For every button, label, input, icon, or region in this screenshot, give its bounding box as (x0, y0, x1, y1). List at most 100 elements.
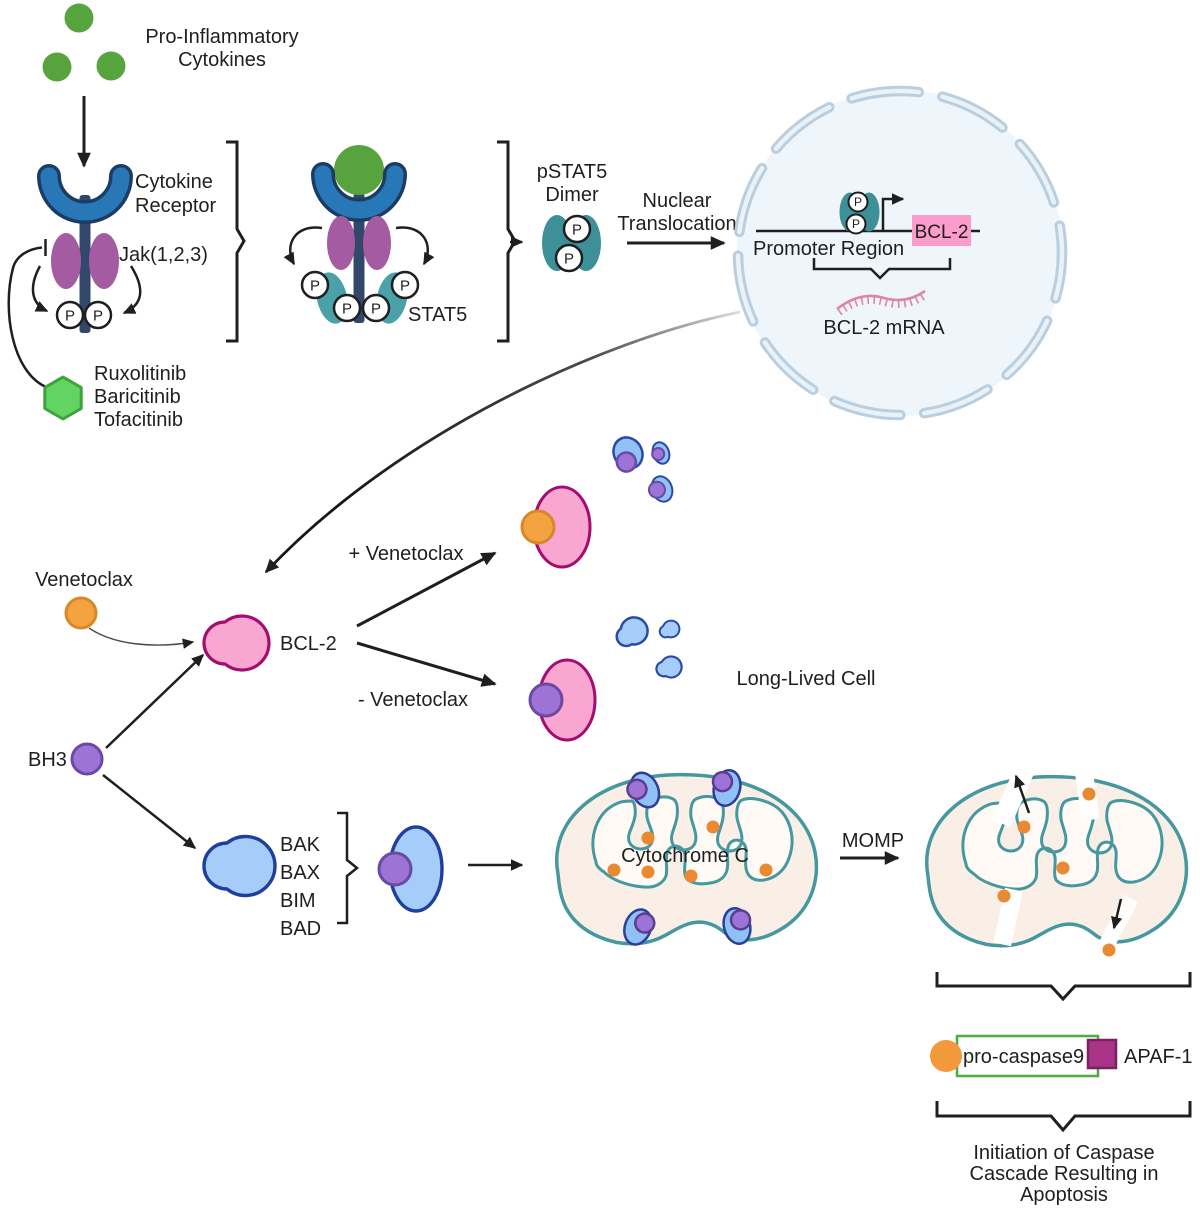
phosphate-label: P (852, 217, 860, 231)
phosphate-label: P (572, 222, 582, 239)
phosphate-icon (845, 213, 867, 235)
momp: MOMP (840, 830, 904, 865)
phosphate-label: P (854, 195, 862, 209)
phosphate-icon (55, 300, 85, 330)
underbrace-bracket (935, 1101, 1192, 1133)
receptor-stem (79, 195, 91, 333)
receptor-complex-active: P P P P STAT5 (283, 145, 467, 326)
receptor-complex-unbound: Cytokine Receptor Jak(1,2,3) P P (31, 164, 216, 333)
translocation-label-line1: Nuclear (643, 190, 712, 212)
minus-venetoclax-label: - Venetoclax (358, 689, 468, 711)
translation-curved-arrow (264, 310, 741, 574)
apaf1-label: APAF-1 (1124, 1046, 1193, 1068)
phosphate-icon (83, 300, 113, 330)
bh3-to-bak-arrow (102, 774, 197, 849)
bcl2-venetoclax-bound (520, 485, 592, 569)
phosphorylation-arrow (395, 226, 435, 266)
procaspase-label: pro-caspase9 (963, 1046, 1084, 1068)
cytokine-receptor-cup (40, 167, 130, 221)
effector-module: BAK BAX BIM BAD (202, 811, 524, 940)
nuclear-translocation: Nuclear Translocation (617, 190, 737, 250)
venetoclax-molecule-icon (64, 596, 98, 630)
cytokine-circle-icon (96, 51, 126, 81)
effector-name: BIM (280, 890, 316, 912)
effector-name: BAK (280, 834, 321, 856)
mitochondrion-intact: Cytochrome C (555, 769, 819, 946)
nuclear-envelope-inner (735, 88, 1065, 418)
cytochrome-c-dot (684, 869, 698, 883)
cytochrome-c-large-icon (930, 1040, 962, 1072)
released-effectors (612, 436, 674, 503)
apoptosis-outcome: Initiation of Caspase Cascade Resulting … (970, 1142, 1159, 1206)
pstat5-dimer: pSTAT5 Dimer P P (537, 161, 607, 273)
cytokine-receptor-cup (314, 165, 404, 219)
cytochrome-c-dot (997, 889, 1011, 903)
bh3-label: BH3 (28, 749, 67, 771)
phosphate-label: P (65, 308, 75, 325)
phosphate-label: P (371, 301, 381, 318)
cytochrome-c-dot (1102, 943, 1116, 957)
cytochrome-release-arrow-down (1111, 898, 1123, 930)
bcl2-mrna-squiggle (836, 289, 926, 311)
bh3-molecule-icon (651, 447, 666, 462)
phosphorylation-arrow (122, 265, 142, 315)
jak-protein (327, 216, 355, 270)
bh3-molecule-icon (729, 909, 752, 931)
cytochrome-c-dot (759, 863, 773, 877)
receptor-label-line2: Receptor (135, 195, 216, 217)
cytochrome-c-dot (1056, 861, 1070, 875)
inhibitor-name: Tofacitinib (94, 409, 183, 431)
outcome-line1: Initiation of Caspase (973, 1142, 1154, 1164)
cytochrome-c-dot (641, 831, 655, 845)
bcl2-protein: BCL-2 (202, 614, 337, 672)
phosphate-label: P (564, 251, 574, 268)
effector-bracket (337, 811, 360, 925)
cytochrome-c-label: Cytochrome C (621, 845, 749, 867)
phosphate-icon (300, 270, 330, 300)
bh3-molecule-icon (70, 742, 104, 776)
membrane-pore (626, 771, 661, 809)
phosphate-icon (361, 293, 391, 323)
phosphate-label: P (93, 308, 103, 325)
outcome-line2: Cascade Resulting in (970, 1163, 1159, 1185)
nucleus: BCL-2 P P Promoter Region BCL-2 mRNA (732, 85, 1068, 421)
cytochrome-c-dot (1017, 820, 1031, 834)
mitochondrion-permeabilized (925, 760, 1189, 957)
bcl2-pacman (202, 614, 271, 672)
minus-venetoclax-arrow (356, 641, 497, 687)
jak-protein (51, 233, 81, 289)
proinflammatory-cytokines: Pro-Inflammatory Cytokines (42, 3, 299, 168)
inhibitor-name: Ruxolitinib (94, 363, 186, 385)
phosphate-label: P (310, 278, 320, 295)
bh3-molecule-icon (634, 912, 656, 934)
phosphate-icon (562, 214, 592, 244)
procaspase-box (955, 1034, 1100, 1078)
apaf1-square-icon (1086, 1038, 1118, 1070)
cytochrome-release-arrow-up (1014, 774, 1031, 814)
receptor-stem (353, 193, 365, 323)
cytochrome-c-dot (1082, 787, 1096, 801)
jak-protein (89, 233, 119, 289)
momp-label: MOMP (842, 830, 904, 852)
jak-label: Jak(1,2,3) (119, 244, 208, 266)
bh3-to-bcl2-arrow (105, 654, 205, 749)
bh3-molecule-icon (647, 480, 666, 499)
membrane-pore (711, 769, 742, 807)
plus-venetoclax-arrow (356, 551, 497, 628)
cytokine-circle-icon (42, 52, 72, 82)
jak-protein (363, 216, 391, 270)
underbrace-bracket (935, 972, 1192, 1002)
cytochrome-c-dot (706, 820, 720, 834)
jak-inhibitors: Ruxolitinib Baricitinib Tofacitinib (7, 239, 186, 431)
inhibition-line (7, 246, 47, 389)
bh3: BH3 (28, 654, 205, 849)
venetoclax-branches: + Venetoclax - Venetoclax (348, 543, 497, 711)
cytochrome-c-dot (641, 865, 655, 879)
bcl2-bh3-bound (528, 658, 597, 742)
effector-crescent (655, 655, 683, 679)
nucleoplasm (737, 90, 1063, 416)
venetoclax: Venetoclax (35, 569, 195, 649)
bh3-molecule-icon (528, 682, 564, 718)
inhibitor-name: Baricitinib (94, 386, 181, 408)
